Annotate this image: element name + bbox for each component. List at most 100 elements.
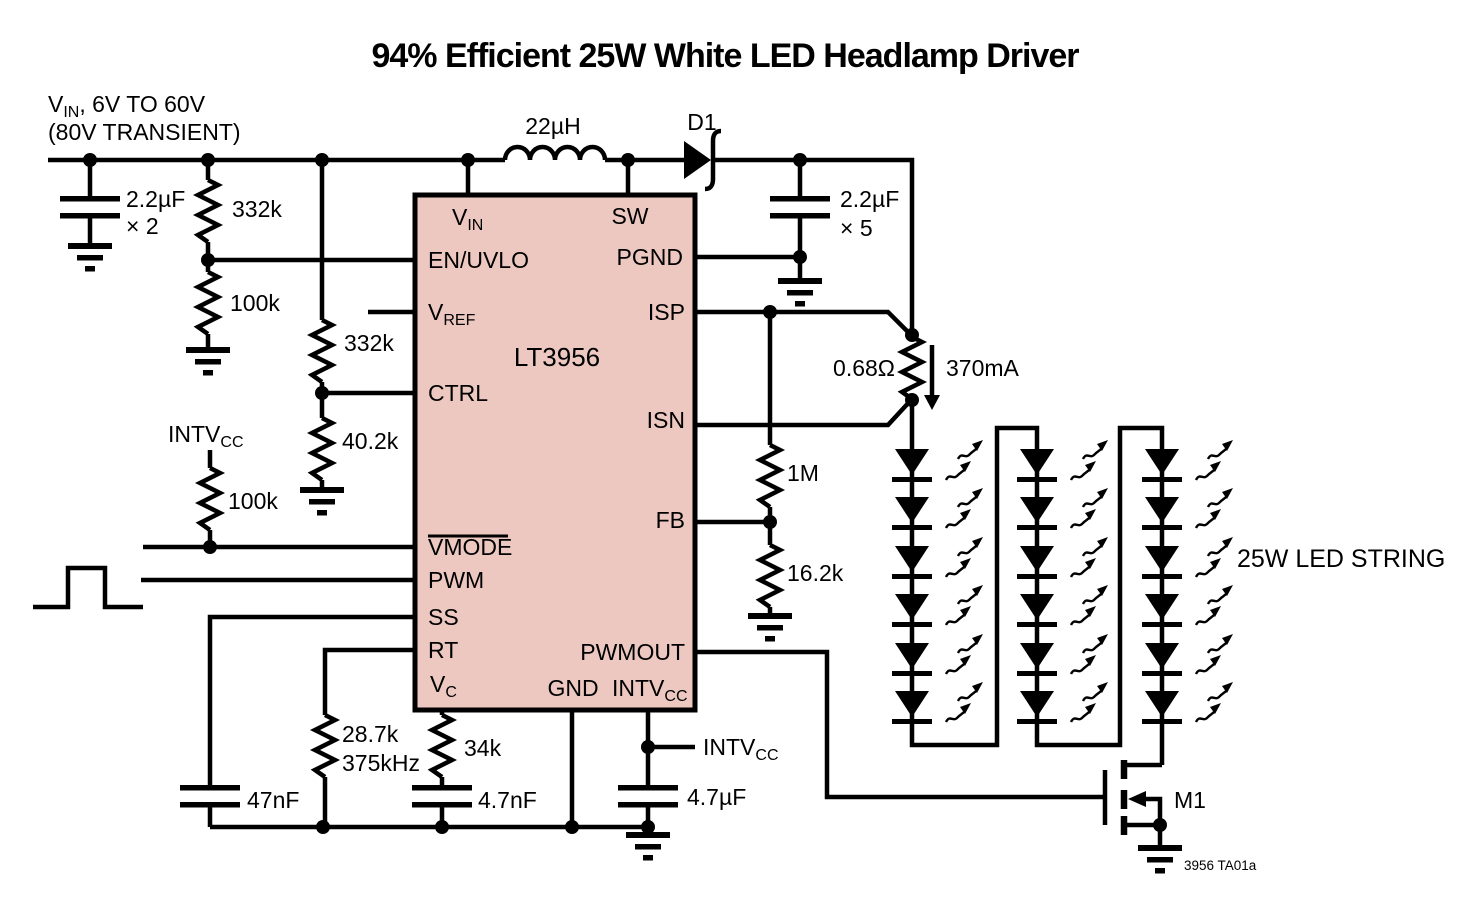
rt-frequency: 375kHz	[342, 750, 420, 776]
ic-name: LT3956	[514, 342, 600, 372]
junction-dot	[565, 820, 579, 834]
junction-dot	[201, 153, 215, 167]
light-rays-icon	[1071, 440, 1108, 480]
pin-sw: SW	[611, 203, 648, 229]
uvlo-top-resistor-value: 332k	[232, 196, 282, 222]
ground-symbol	[778, 278, 822, 307]
light-rays-icon	[1196, 488, 1233, 528]
pin-vin: VIN	[452, 204, 483, 234]
resistor-rt	[315, 715, 335, 777]
led	[1142, 691, 1182, 724]
led	[1142, 497, 1182, 530]
ground-symbol	[186, 347, 230, 376]
led	[1017, 497, 1057, 530]
junction-dot	[316, 820, 330, 834]
light-rays-icon	[946, 585, 983, 625]
vin-note-line2: (80V TRANSIENT)	[48, 119, 241, 145]
light-rays-icon	[1196, 537, 1233, 577]
ground-symbol	[1138, 845, 1182, 874]
junction-dots	[83, 153, 1167, 834]
junction-dot	[641, 820, 655, 834]
led	[892, 643, 932, 676]
junction-dot	[793, 250, 807, 264]
pin-ctrl: CTRL	[428, 380, 488, 406]
pin-vmode: VMODE	[428, 534, 512, 560]
inductor-value: 22µH	[525, 113, 580, 139]
fb-bottom-resistor-value: 16.2k	[787, 560, 844, 586]
led	[1017, 691, 1057, 724]
resistor-sense	[902, 337, 922, 399]
source-note: 3956 TA01a	[1184, 858, 1257, 873]
led	[1017, 594, 1057, 627]
pin-gnd: GND	[547, 675, 598, 701]
junction-dot	[315, 386, 329, 400]
led	[1017, 643, 1057, 676]
ctrl-bottom-resistor-value: 40.2k	[342, 428, 399, 454]
vc-cap-value: 4.7nF	[478, 787, 537, 813]
pin-isp: ISP	[648, 299, 685, 325]
light-rays-icon	[1196, 585, 1233, 625]
pin-vref: VREF	[428, 299, 476, 329]
junction-dot	[905, 393, 919, 407]
resistor-ctrl-top	[312, 320, 332, 382]
vin-note-line1: VIN, 6V TO 60V	[48, 91, 206, 121]
light-rays-icon	[1071, 682, 1108, 722]
pin-fb: FB	[656, 507, 685, 533]
junction-dot	[1153, 818, 1167, 832]
intvcc-rail-label: INTVCC	[168, 421, 244, 451]
junction-dot	[763, 515, 777, 529]
resistor-vmode-pullup	[200, 468, 220, 530]
diode-ref: D1	[687, 109, 716, 135]
diode-d1-cathode	[704, 128, 722, 192]
light-rays-icon	[1071, 634, 1108, 674]
resistor-uvlo-top	[198, 180, 218, 242]
pin-intvcc: INTVCC	[612, 675, 688, 705]
light-rays-icon	[946, 537, 983, 577]
light-rays-icon	[1196, 682, 1233, 722]
output-cap-mult: × 5	[840, 215, 873, 241]
diode-d1-anode	[684, 141, 711, 179]
pin-isn: ISN	[647, 407, 685, 433]
capacitor-intvcc	[618, 785, 678, 808]
input-cap-value: 2.2µF	[126, 186, 185, 212]
junction-dot	[203, 540, 217, 554]
led	[1017, 546, 1057, 579]
led-current-value: 370mA	[946, 355, 1020, 381]
capacitor-ss	[180, 785, 240, 808]
light-rays-icon	[946, 488, 983, 528]
capacitor-vc	[412, 785, 472, 808]
pin-ss: SS	[428, 604, 459, 630]
junction-dot	[315, 153, 329, 167]
light-rays-icon	[1071, 585, 1108, 625]
led-string-label: 25W LED STRING	[1237, 545, 1445, 573]
ground-symbol	[626, 832, 670, 861]
light-rays-icon	[946, 440, 983, 480]
intvcc-cap-value: 4.7µF	[687, 784, 746, 810]
current-arrow-icon	[924, 395, 940, 410]
junction-dot	[621, 153, 635, 167]
resistor-ctrl-bottom	[312, 418, 332, 480]
led	[892, 691, 932, 724]
led	[1142, 546, 1182, 579]
output-cap-value: 2.2µF	[840, 186, 899, 212]
pin-pgnd: PGND	[617, 244, 683, 270]
capacitor-output	[770, 196, 830, 219]
capacitor-input	[60, 196, 120, 219]
schematic-title: 94% Efficient 25W White LED Headlamp Dri…	[371, 37, 1079, 75]
resistor-fb-bottom	[760, 545, 780, 607]
uvlo-bottom-resistor-value: 100k	[230, 290, 280, 316]
vc-resistor-value: 34k	[464, 735, 502, 761]
ss-cap-value: 47nF	[247, 787, 299, 813]
pin-rt: RT	[428, 637, 458, 663]
led	[892, 497, 932, 530]
pin-vc: VC	[430, 671, 457, 701]
input-cap-mult: × 2	[126, 213, 159, 239]
led	[892, 546, 932, 579]
pin-pwm: PWM	[428, 567, 484, 593]
ground-symbol	[748, 613, 792, 642]
resistor-vc	[432, 715, 452, 777]
rt-resistor-value: 28.7k	[342, 721, 399, 747]
led	[892, 594, 932, 627]
